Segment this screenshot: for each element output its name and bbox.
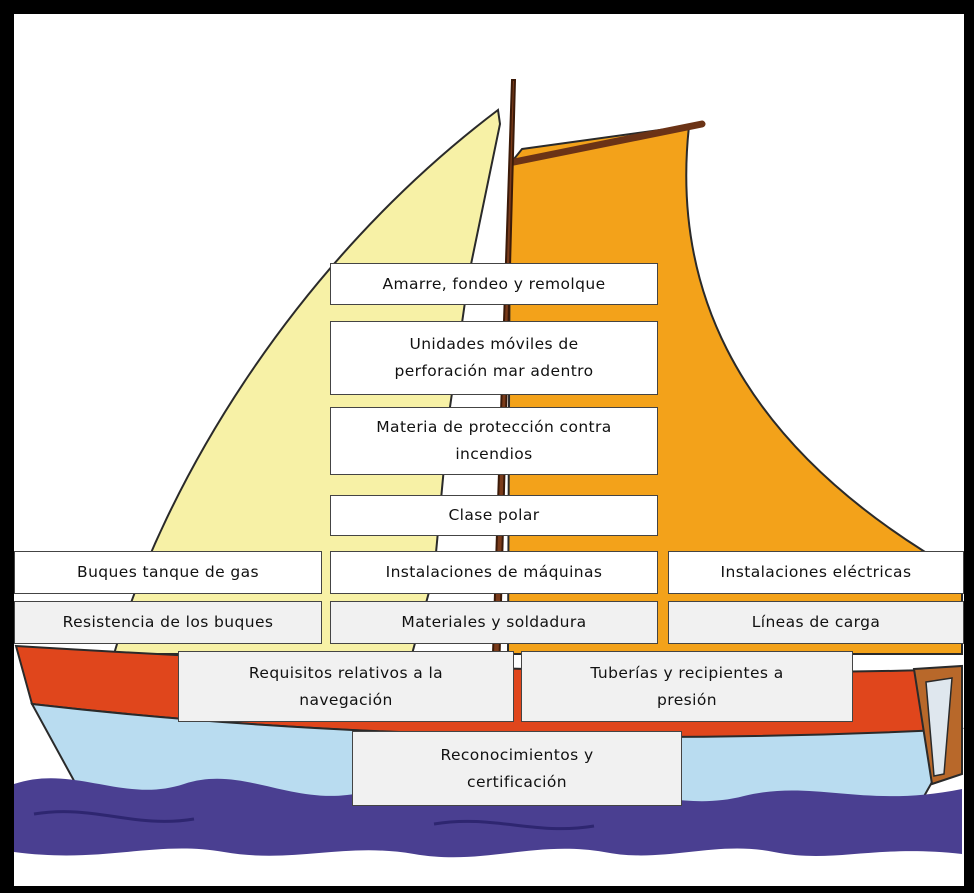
box-unidades: Unidades móviles de perforación mar aden… [330, 321, 658, 395]
box-tuberias: Tuberías y recipientes a presión [521, 651, 853, 722]
diagram-frame: Amarre, fondeo y remolque Unidades móvil… [14, 14, 964, 886]
box-lineas-carga: Líneas de carga [668, 601, 964, 644]
box-amarre: Amarre, fondeo y remolque [330, 263, 658, 305]
box-clase-polar: Clase polar [330, 495, 658, 536]
box-requisitos: Requisitos relativos a la navegación [178, 651, 514, 722]
box-materiales: Materiales y soldadura [330, 601, 658, 644]
box-instalaciones-maquinas: Instalaciones de máquinas [330, 551, 658, 594]
gaff [510, 120, 706, 166]
box-buques-gas: Buques tanque de gas [14, 551, 322, 594]
box-reconocimientos: Reconocimientos y certificación [352, 731, 682, 806]
box-resistencia: Resistencia de los buques [14, 601, 322, 644]
box-instalaciones-electricas: Instalaciones eléctricas [668, 551, 964, 594]
waves [14, 778, 962, 858]
box-materia: Materia de protección contra incendios [330, 407, 658, 475]
